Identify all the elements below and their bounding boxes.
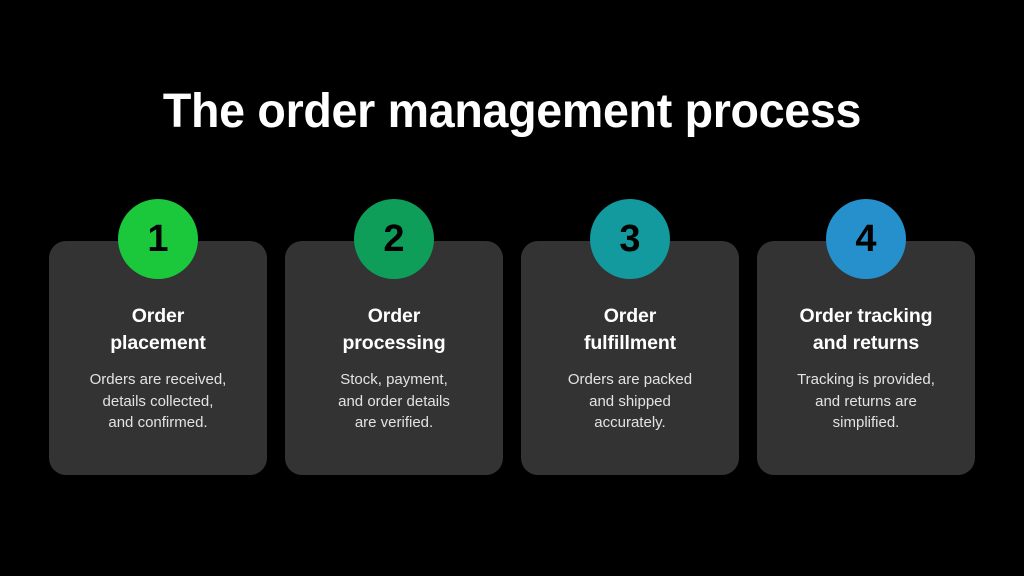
step-title-1: Order placement xyxy=(110,305,206,354)
step-description-2: Stock, payment, and order details are ve… xyxy=(338,371,450,431)
step-number-badge-2: 2 xyxy=(354,199,434,279)
step-card-2: Order processing Stock, payment, and ord… xyxy=(285,241,503,475)
step-number-badge-3: 3 xyxy=(590,199,670,279)
process-step-3: 3 Order fulfillment Orders are packed an… xyxy=(521,199,739,475)
page-title: The order management process xyxy=(162,85,862,138)
step-description-1: Orders are received, details collected, … xyxy=(89,371,227,431)
step-card-3: Order fulfillment Orders are packed and … xyxy=(521,241,739,475)
step-description-3: Orders are packed and shipped accurately… xyxy=(567,371,693,431)
process-steps-row: 1 Order placement Orders are received, d… xyxy=(49,199,975,475)
step-title-4: Order tracking and returns xyxy=(799,305,933,354)
process-step-4: 4 Order tracking and returns Tracking is… xyxy=(757,199,975,475)
step-title-3: Order fulfillment xyxy=(583,305,677,354)
process-step-1: 1 Order placement Orders are received, d… xyxy=(49,199,267,475)
step-card-1: Order placement Orders are received, det… xyxy=(49,241,267,475)
step-description-4: Tracking is provided, and returns are si… xyxy=(797,371,935,431)
step-number-badge-1: 1 xyxy=(118,199,198,279)
process-step-2: 2 Order processing Stock, payment, and o… xyxy=(285,199,503,475)
step-title-2: Order processing xyxy=(342,305,446,354)
step-number-badge-4: 4 xyxy=(826,199,906,279)
step-card-4: Order tracking and returns Tracking is p… xyxy=(757,241,975,475)
